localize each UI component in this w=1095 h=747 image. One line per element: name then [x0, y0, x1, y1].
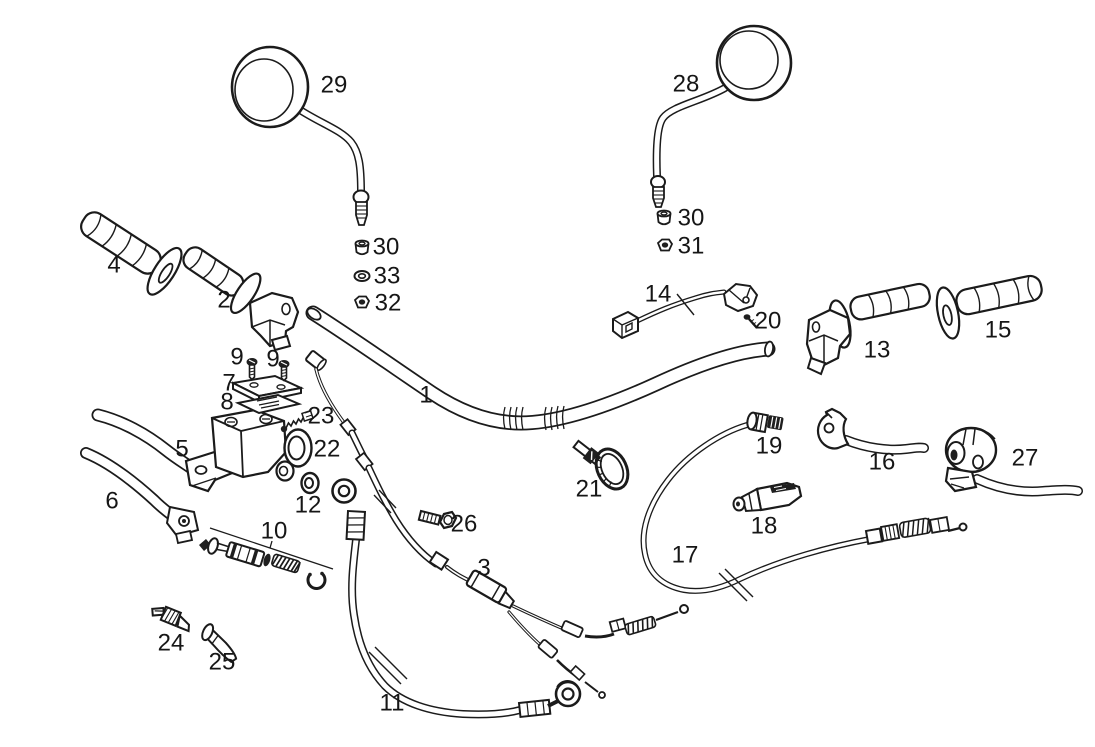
- label-3: 3: [477, 555, 490, 582]
- grip-left: [80, 211, 183, 296]
- label-15: 15: [985, 317, 1012, 344]
- mirror-left: [230, 45, 370, 226]
- clutch-lever-assembly: [944, 426, 1083, 497]
- label-9b: 9: [266, 346, 279, 373]
- label-1: 1: [419, 382, 432, 409]
- label-4: 4: [107, 252, 120, 279]
- label-22: 22: [314, 436, 341, 463]
- cable-end-assembly: [864, 516, 968, 545]
- label-17: 17: [672, 542, 699, 569]
- label-11: 11: [380, 690, 405, 717]
- label-33: 33: [374, 263, 401, 290]
- handlebar-knurling: [502, 405, 565, 431]
- label-24: 24: [158, 630, 185, 657]
- brake-lever-lower: [80, 447, 200, 545]
- label-30-left: 30: [373, 234, 400, 261]
- handlebar: [305, 305, 776, 431]
- adjuster-screw: [151, 605, 190, 633]
- label-19: 19: [756, 433, 783, 460]
- label-10: 10: [261, 518, 288, 545]
- clutch-cable: [640, 411, 968, 602]
- label-12: 12: [295, 492, 322, 519]
- mirror-nut-right: [656, 238, 674, 252]
- switch-wire: [612, 282, 759, 340]
- cover-screw-b: [278, 360, 290, 382]
- throttle-left: [182, 246, 300, 352]
- clamp-ring: [283, 428, 313, 468]
- label-30-right: 30: [678, 205, 705, 232]
- mirror-bushing-left: [354, 239, 370, 256]
- label-26: 26: [451, 511, 478, 538]
- label-29: 29: [321, 72, 348, 99]
- piston-kit: [199, 527, 334, 590]
- label-32: 32: [375, 290, 402, 317]
- label-27: 27: [1012, 445, 1039, 472]
- label-14: 14: [645, 281, 672, 308]
- brake-hose: [331, 478, 582, 719]
- mirror-nut-left: [353, 295, 371, 309]
- cover-screw-a: [246, 358, 258, 381]
- label-25: 25: [209, 649, 236, 676]
- adjuster-cover: [732, 481, 803, 513]
- throttle-right: [805, 282, 931, 376]
- label-7: 7: [222, 370, 235, 397]
- label-9a: 9: [230, 344, 243, 371]
- seal-washer: [300, 471, 320, 495]
- label-20: 20: [755, 308, 782, 335]
- bleeder-spring: [280, 409, 314, 433]
- label-23: 23: [308, 403, 335, 430]
- label-18: 18: [751, 513, 778, 540]
- mirror-right: [650, 24, 793, 208]
- lever-right: [816, 407, 929, 455]
- label-21: 21: [576, 476, 603, 503]
- label-13: 13: [864, 337, 891, 364]
- label-2: 2: [217, 287, 230, 314]
- hose-clamp: [572, 439, 630, 491]
- mirror-washer-left: [353, 270, 371, 282]
- label-6: 6: [105, 488, 118, 515]
- label-5: 5: [175, 436, 188, 463]
- label-31: 31: [678, 233, 705, 260]
- callout-labels: 29 28 30 33 32 30 31 14 20 4 2 13 15 9 9…: [105, 71, 1038, 717]
- rubber-boot: [201, 623, 238, 664]
- label-16: 16: [869, 449, 896, 476]
- label-28: 28: [673, 71, 700, 98]
- hex-bolt: [417, 509, 458, 530]
- label-8: 8: [220, 389, 233, 416]
- grip-right: [935, 274, 1043, 340]
- cable-adjuster: [746, 411, 784, 434]
- throttle-cable: [305, 350, 689, 699]
- mirror-bushing-right: [656, 209, 672, 226]
- master-cylinder: [184, 408, 295, 493]
- cover-gasket: [234, 393, 303, 415]
- switch-screw: [743, 314, 758, 329]
